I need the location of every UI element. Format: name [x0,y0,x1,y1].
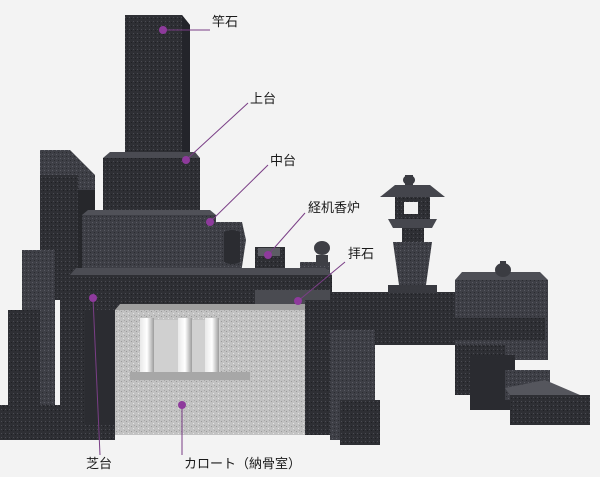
label-saoishi: 竿石 [212,14,238,30]
jodai-stone [103,152,200,215]
label-kyozukue: 経机香炉 [308,201,360,216]
saoishi-stone [125,15,190,160]
dot-karoto [178,401,186,409]
label-karoto: カロート（納骨室） [184,456,301,472]
dot-jodai [182,156,190,164]
dot-shibadai [89,294,97,302]
dot-chudai [206,218,214,226]
left-posts [0,250,70,440]
label-chudai: 中台 [270,154,296,169]
chudai-stone [82,210,216,275]
dot-saoishi [159,26,167,34]
dot-kyozukue [264,251,272,259]
leader-chudai [209,164,269,223]
leader-jodai [185,102,249,161]
label-jodai: 上台 [250,92,276,107]
leader-kyozukue [267,212,306,256]
dot-haiseki [294,297,302,305]
marker-dots [89,26,302,409]
karoto-chamber [115,304,315,435]
label-shibadai: 芝台 [86,456,112,472]
leader-shibadai [92,297,101,456]
label-haiseki: 拝石 [348,247,374,262]
haiseki-base [70,268,332,310]
leader-lines [92,29,346,456]
right-base-posts [305,300,380,445]
leader-haiseki [297,261,346,302]
stone-lantern [380,175,445,293]
